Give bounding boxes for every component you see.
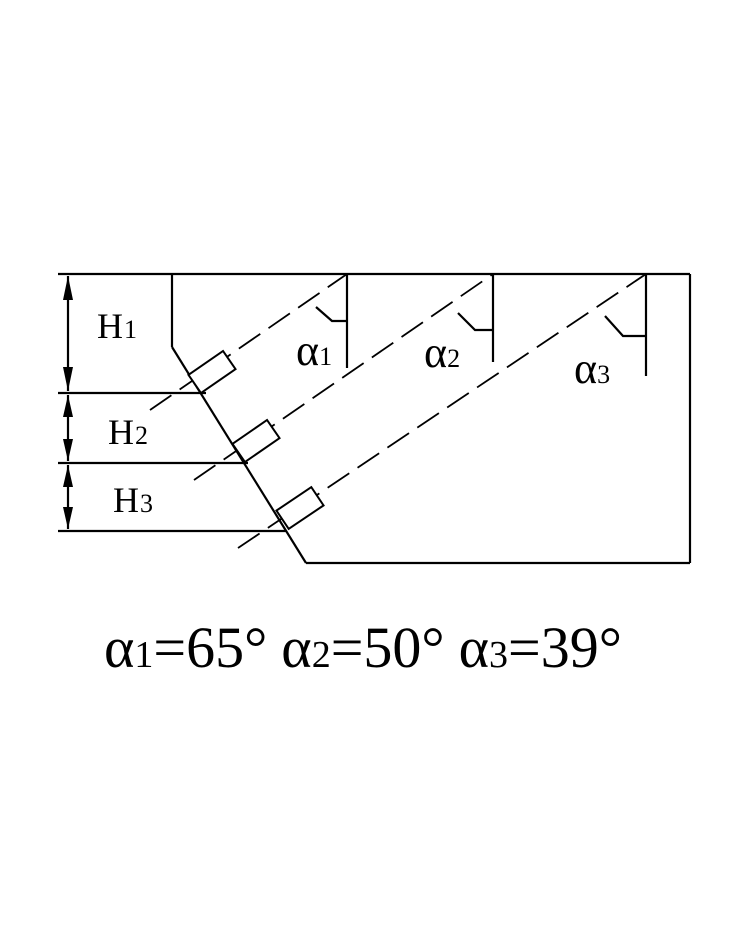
angle-marker-2 — [457, 274, 495, 362]
probe-2 — [231, 418, 281, 464]
label-alpha-2: α2 — [424, 328, 460, 377]
angle-formula: α1=65° α2=50° α3=39° — [104, 615, 622, 680]
layer-lines — [58, 391, 286, 533]
label-h2: H2 — [108, 412, 148, 452]
probe-3 — [275, 485, 325, 531]
angle-marker-1 — [315, 274, 349, 368]
label-h1: H1 — [97, 306, 137, 346]
label-alpha-1: α1 — [296, 326, 332, 375]
beam-1 — [149, 273, 348, 411]
beam-paths — [149, 273, 647, 549]
angle-marker-3 — [604, 274, 648, 376]
workpiece-outline — [58, 272, 692, 565]
probe-1 — [187, 349, 237, 395]
label-h3: H3 — [113, 480, 153, 520]
label-alpha-3: α3 — [574, 344, 610, 393]
dimension-arrows — [63, 276, 73, 529]
